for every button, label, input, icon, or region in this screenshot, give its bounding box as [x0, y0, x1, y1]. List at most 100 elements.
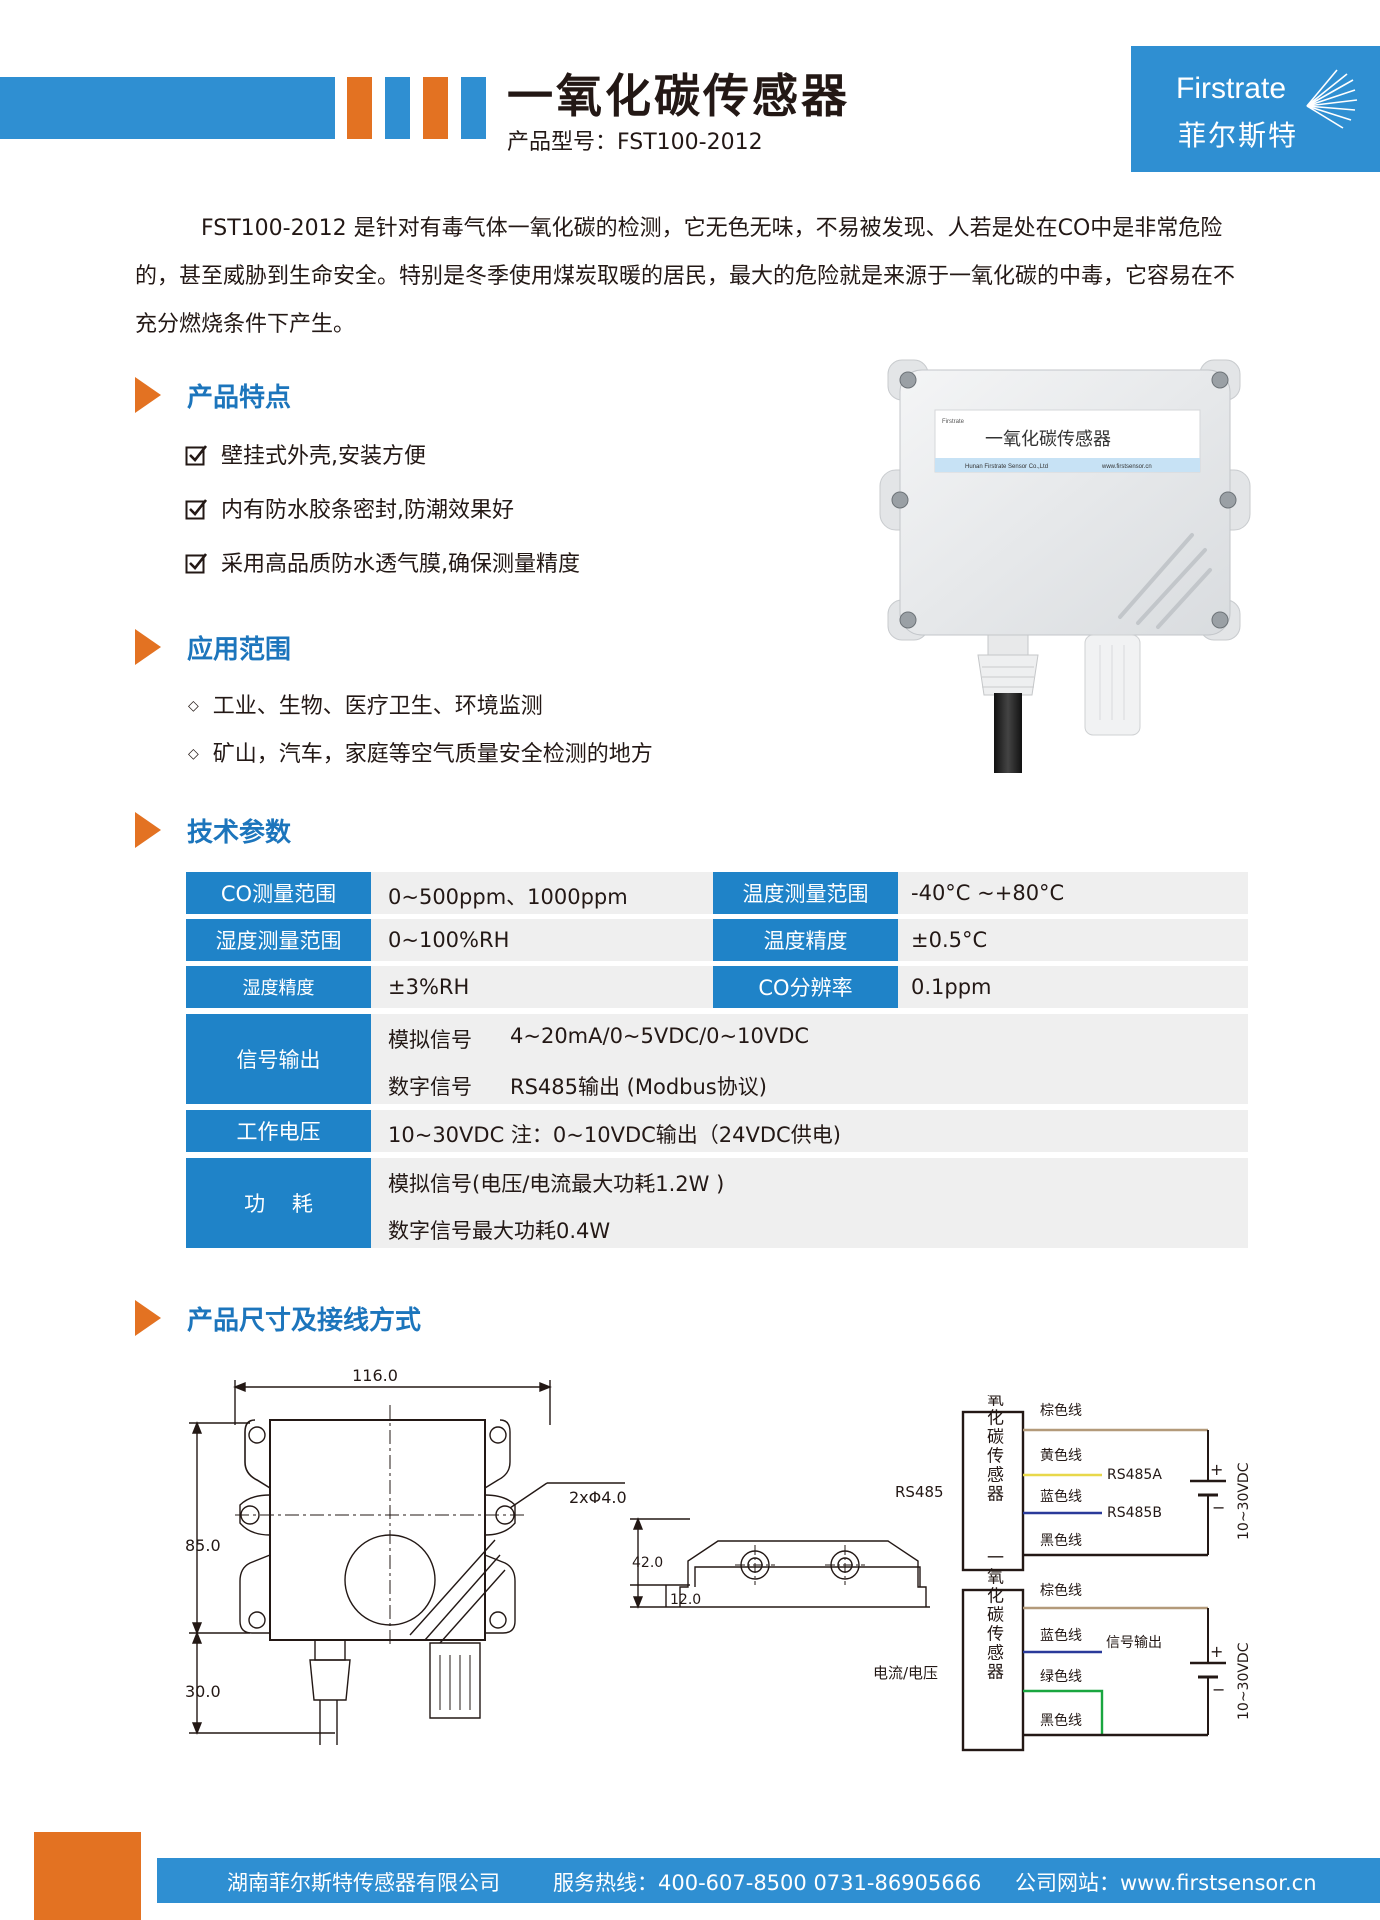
dim-height-label: 85.0 — [185, 1536, 221, 1555]
wiring-analog-title: 电流/电压 — [873, 1664, 938, 1682]
feature-item: 采用高品质防水透气膜,确保测量精度 — [185, 546, 580, 580]
dimension-drawing-side: 42.0 12.0 — [630, 1517, 930, 1609]
diamond-bullet-icon: ◇ — [188, 746, 199, 762]
feature-text: 采用高品质防水透气膜,确保测量精度 — [221, 552, 580, 577]
spec-value: 模拟信号(电压/电流最大功耗1.2W ) — [388, 1172, 725, 1196]
polarity-plus: + — [1210, 1642, 1223, 1661]
header-band — [0, 77, 335, 139]
dim-hole-label: 2xΦ4.0 — [569, 1488, 627, 1507]
footer-accent — [34, 1832, 141, 1920]
feature-item: 壁挂式外壳,安装方便 — [185, 438, 426, 472]
dimension-drawing-front: 116.0 85.0 30.0 2xΦ4.0 — [185, 1366, 627, 1745]
logo-text-en: Firstrate — [1176, 72, 1287, 105]
spec-value: RS485输出 (Modbus协议) — [510, 1075, 767, 1099]
wire-label: 黑色线 — [1040, 1532, 1082, 1549]
wire-label: 蓝色线 — [1040, 1488, 1082, 1505]
section-title: 应用范围 — [187, 635, 292, 665]
dim-side-base-label: 12.0 — [670, 1592, 701, 1608]
brand-logo: Firstrate 菲尔斯特 — [1131, 46, 1380, 172]
orange-triangle-icon — [135, 629, 161, 665]
logo-burst-icon — [1306, 69, 1358, 129]
table-row: 湿度测量范围 0~100%RH 温度精度 ±0.5°C — [186, 919, 1248, 961]
footer-website[interactable]: 公司网站：www.firstsensor.cn — [1015, 1871, 1317, 1895]
wire-label: 黑色线 — [1040, 1712, 1082, 1729]
table-row: CO测量范围 0~500ppm、1000ppm 温度测量范围 -40°C ~+8… — [186, 872, 1248, 914]
table-row: 湿度精度 ±3%RH CO分辨率 0.1ppm — [186, 966, 1248, 1008]
feature-item: 内有防水胶条密封,防潮效果好 — [185, 492, 514, 526]
spec-value: ±0.5°C — [911, 928, 988, 952]
orange-triangle-icon — [135, 377, 161, 413]
product-photo: Firstrate 一氧化碳传感器 Hunan Firstrate Sensor… — [879, 359, 1251, 773]
application-item: ◇ 工业、生物、医疗卫生、环境监测 — [188, 688, 543, 720]
footer-company: 湖南菲尔斯特传感器有限公司 — [227, 1871, 500, 1895]
spec-value: 0.1ppm — [911, 975, 992, 999]
spec-value: 数字信号最大功耗0.4W — [388, 1219, 611, 1243]
dim-side-height-label: 42.0 — [632, 1555, 663, 1571]
table-row: 工作电压 10~30VDC 注：0~10VDC输出（24VDC供电) — [186, 1110, 1248, 1152]
header-stripe — [423, 77, 448, 139]
spec-value: 10~30VDC 注：0~10VDC输出（24VDC供电) — [388, 1123, 841, 1147]
section-title: 产品尺寸及接线方式 — [187, 1306, 422, 1336]
wiring-sensor-label: 一氧化碳传感器 — [983, 1549, 1004, 1682]
polarity-plus: + — [1210, 1460, 1223, 1479]
section-title: 技术参数 — [187, 818, 292, 848]
spec-value: 模拟信号 — [388, 1028, 472, 1052]
header-stripe — [461, 77, 486, 139]
spec-value: ±3%RH — [388, 975, 470, 999]
application-item: ◇ 矿山，汽车，家庭等空气质量安全检测的地方 — [188, 736, 653, 768]
spec-header: 信号输出 — [186, 1014, 371, 1104]
diamond-bullet-icon: ◇ — [188, 698, 199, 714]
spec-value: 0~500ppm、1000ppm — [388, 885, 628, 909]
spec-value: 4~20mA/0~5VDC/0~10VDC — [510, 1024, 810, 1048]
spec-value: -40°C ~+80°C — [911, 881, 1065, 905]
supply-voltage-label: 10~30VDC — [1236, 1642, 1252, 1720]
dim-width-label: 116.0 — [352, 1366, 398, 1385]
polarity-minus: − — [1212, 1680, 1225, 1699]
label-brand: Firstrate — [942, 419, 965, 425]
label-company: Hunan Firstrate Sensor Co.,Ltd — [965, 464, 1048, 470]
header-stripe — [385, 77, 410, 139]
wiring-diagram: RS485 一氧化碳传感器 棕色线 黄色线 蓝色线 黑色线 RS485A RS4… — [873, 1395, 1252, 1752]
feature-text: 内有防水胶条密封,防潮效果好 — [221, 498, 514, 523]
checkbox-icon — [185, 553, 207, 574]
spec-value: 0~100%RH — [388, 928, 510, 952]
label-site: www.firstsensor.cn — [1101, 464, 1152, 470]
dim-bottom-label: 30.0 — [185, 1682, 221, 1701]
wiring-rs485-title: RS485 — [895, 1483, 944, 1501]
model-number: 产品型号：FST100-2012 — [507, 130, 763, 155]
wiring-sensor-label: 一氧化碳传感器 — [983, 1395, 1004, 1504]
section-title: 产品特点 — [187, 383, 292, 413]
wire-label: 绿色线 — [1040, 1668, 1082, 1685]
orange-triangle-icon — [135, 812, 161, 848]
supply-voltage-label: 10~30VDC — [1236, 1462, 1252, 1540]
wire-label: 棕色线 — [1040, 1402, 1082, 1419]
spec-header: 功 耗 — [186, 1158, 371, 1248]
footer-hotline: 服务热线：400-607-8500 0731-86905666 — [553, 1871, 982, 1895]
label-product-name: 一氧化碳传感器 — [985, 429, 1111, 450]
page-title: 一氧化碳传感器 — [507, 69, 850, 123]
spec-header: CO测量范围 — [186, 872, 371, 914]
polarity-minus: − — [1212, 1498, 1225, 1517]
application-text: 工业、生物、医疗卫生、环境监测 — [212, 694, 543, 719]
wire-label: 棕色线 — [1040, 1582, 1082, 1599]
spec-header: 湿度精度 — [186, 966, 371, 1008]
checkbox-icon — [185, 499, 207, 520]
logo-text-cn: 菲尔斯特 — [1178, 119, 1299, 152]
wire-label: 黄色线 — [1040, 1447, 1082, 1464]
orange-triangle-icon — [135, 1300, 161, 1336]
header-stripe — [347, 77, 372, 139]
terminal-label: 信号输出 — [1106, 1635, 1162, 1651]
footer-bar: 湖南菲尔斯特传感器有限公司 服务热线：400-607-8500 0731-869… — [157, 1858, 1380, 1903]
terminal-label: RS485B — [1107, 1505, 1162, 1521]
spec-header: 温度精度 — [713, 919, 898, 961]
table-row: 功 耗 模拟信号(电压/电流最大功耗1.2W ) 数字信号最大功耗0.4W — [186, 1158, 1248, 1248]
table-row: 信号输出 模拟信号 4~20mA/0~5VDC/0~10VDC 数字信号 RS4… — [186, 1014, 1248, 1104]
wire-label: 蓝色线 — [1040, 1627, 1082, 1644]
spec-header: 湿度测量范围 — [186, 919, 371, 961]
spec-header: CO分辨率 — [713, 966, 898, 1008]
terminal-label: RS485A — [1107, 1467, 1162, 1483]
feature-text: 壁挂式外壳,安装方便 — [221, 444, 426, 469]
application-text: 矿山，汽车，家庭等空气质量安全检测的地方 — [212, 742, 653, 767]
intro-paragraph: FST100-2012 是针对有毒气体一氧化碳的检测，它无色无味，不易被发现、人… — [135, 216, 1236, 337]
spec-header: 温度测量范围 — [713, 872, 898, 914]
